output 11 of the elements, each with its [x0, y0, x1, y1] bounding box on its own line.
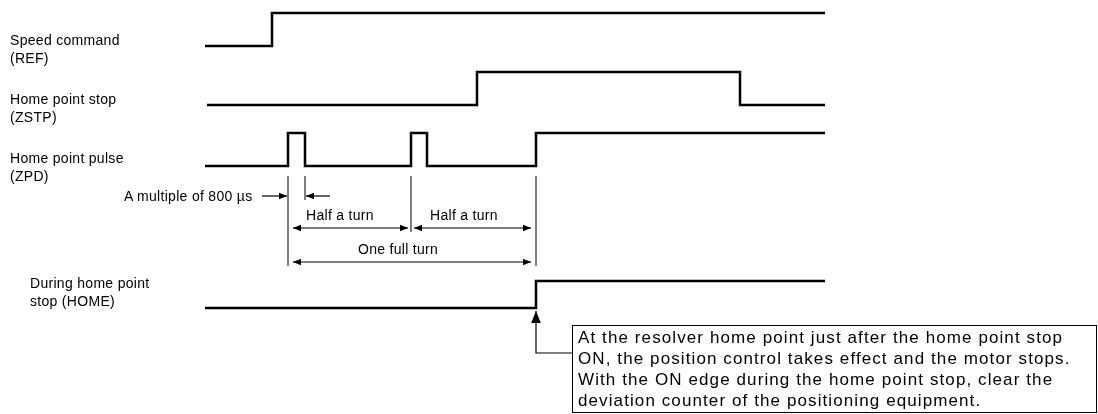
signal-name: Home point stop (ZSTP) [10, 90, 118, 126]
dimension-label: A multiple of 800 µs [124, 187, 253, 205]
signal-name: Speed command (REF) [10, 31, 121, 67]
signal-name: Home point pulse (ZPD) [10, 149, 125, 185]
signal-name: During home point stop (HOME) [30, 274, 151, 310]
dimension-label: Half a turn [430, 206, 498, 224]
dimension-label: One full turn [358, 240, 439, 258]
leader-line [531, 310, 573, 354]
dimension-label: Half a turn [306, 206, 374, 224]
note-box: At the resolver home point just after the home point stop ON, the position control takes effect and the motor stops. With the ON edge during the home point stop, clear the deviation counter of the positioning equipment. [572, 325, 1097, 413]
signal-waveform [205, 279, 825, 310]
